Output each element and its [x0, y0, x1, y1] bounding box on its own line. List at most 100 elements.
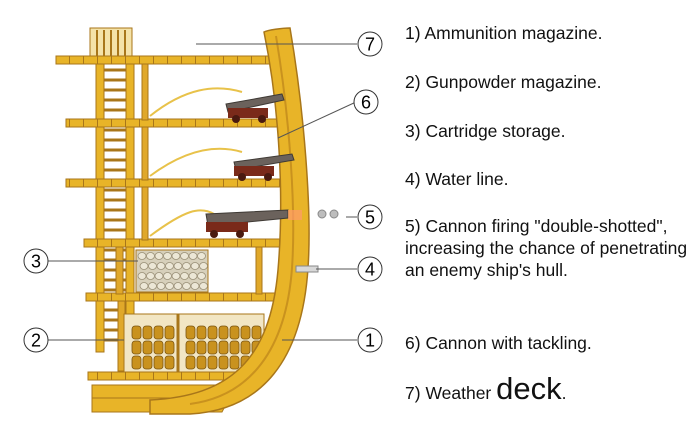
- cannon-upper: [225, 93, 285, 123]
- legend-item-2: 2) Gunpowder magazine.: [405, 71, 602, 93]
- cannon-tackling: [149, 87, 243, 237]
- cartridge: [180, 252, 189, 260]
- barrel: [153, 340, 164, 355]
- cartridge: [137, 252, 147, 260]
- cartridge: [190, 262, 200, 270]
- lower-gun-deck: [83, 238, 295, 248]
- legend-item-1: 1) Ammunition magazine.: [405, 22, 602, 44]
- cartridge: [182, 282, 191, 290]
- legend-item-4: 4) Water line.: [405, 168, 508, 190]
- barrel: [240, 325, 251, 340]
- legend-number: 6): [405, 333, 421, 353]
- barrel: [218, 340, 229, 355]
- middle-gun-deck: [65, 178, 281, 188]
- cartridge: [188, 252, 198, 260]
- legend-text: Ammunition magazine.: [424, 23, 603, 43]
- barrel: [131, 325, 142, 340]
- cartridge: [139, 282, 149, 290]
- callout-1-label: 1: [365, 331, 375, 351]
- cartridge: [182, 262, 191, 270]
- cartridge: [173, 262, 183, 270]
- cartridge: [154, 272, 164, 280]
- callout-2-label: 2: [31, 331, 41, 351]
- cannon-lower: [205, 209, 302, 238]
- top-railing: [89, 27, 133, 59]
- barrel: [153, 355, 164, 370]
- cartridge: [139, 262, 149, 270]
- legend-text: Gunpowder magazine.: [425, 72, 602, 92]
- callout-6: 6: [353, 89, 379, 115]
- legend-big-word: deck: [496, 371, 562, 406]
- cartridge-storage: [135, 249, 209, 293]
- barrel: [185, 325, 196, 340]
- barrel: [185, 340, 196, 355]
- barrel: [196, 340, 207, 355]
- legend-item-6: 6) Cannon with tackling.: [405, 332, 592, 354]
- barrel: [196, 355, 207, 370]
- barrel: [218, 355, 229, 370]
- cartridge: [171, 272, 181, 280]
- callout-2: 2: [23, 327, 49, 353]
- legend-item-7: 7) Weather deck.: [405, 373, 567, 404]
- legend-text: Cannon firing "double-shotted", increasi…: [405, 216, 688, 280]
- callout-4: 4: [357, 256, 383, 282]
- callout-3: 3: [23, 248, 49, 274]
- cartridge: [163, 272, 172, 280]
- callout-3-label: 3: [31, 252, 41, 272]
- cartridge: [180, 272, 189, 280]
- legend-number: 3): [405, 121, 421, 141]
- callout-5-label: 5: [365, 208, 375, 228]
- barrel: [218, 325, 229, 340]
- barrel: [131, 340, 142, 355]
- barrel: [207, 325, 218, 340]
- cartridge: [154, 252, 164, 260]
- legend-number: 4): [405, 169, 421, 189]
- cartridge: [148, 262, 157, 270]
- ladder: [95, 61, 135, 353]
- cartridge: [165, 282, 174, 290]
- cartridge: [173, 282, 183, 290]
- callout-7-label: 7: [365, 35, 375, 55]
- legend-number: 5): [405, 216, 421, 236]
- callout-1: 1: [357, 327, 383, 353]
- legend-text: Cannon with tackling.: [425, 333, 592, 353]
- barrel: [185, 355, 196, 370]
- leader-lines: [48, 43, 357, 341]
- barrel: [240, 340, 251, 355]
- barrel: [164, 355, 175, 370]
- cartridge: [190, 282, 200, 290]
- legend-text: Cartridge storage.: [425, 121, 566, 141]
- cartridge: [197, 272, 206, 280]
- cartridge: [171, 252, 181, 260]
- cartridge: [148, 282, 157, 290]
- legend-suffix: .: [561, 383, 567, 403]
- water-line-marker: [295, 265, 319, 273]
- barrel: [229, 355, 240, 370]
- legend-number: 2): [405, 72, 421, 92]
- magazine-room: [123, 313, 265, 373]
- barrel: [229, 325, 240, 340]
- cartridge: [197, 252, 206, 260]
- barrel: [164, 340, 175, 355]
- legend-item-3: 3) Cartridge storage.: [405, 120, 566, 142]
- deck-supports: [115, 63, 263, 372]
- barrel: [207, 355, 218, 370]
- cartridge: [156, 282, 166, 290]
- barrel: [207, 340, 218, 355]
- barrel: [142, 325, 153, 340]
- cartridge: [146, 252, 155, 260]
- barrel: [142, 355, 153, 370]
- callout-6-label: 6: [361, 93, 371, 113]
- callout-4-label: 4: [365, 260, 375, 280]
- callout-7: 7: [357, 31, 383, 57]
- weather-deck: [55, 55, 282, 65]
- upper-gun-deck: [65, 118, 281, 128]
- barrel: [251, 325, 262, 340]
- callout-5: 5: [357, 204, 383, 230]
- barrel: [153, 325, 164, 340]
- legend-number: 7): [405, 383, 421, 403]
- cartridge: [199, 262, 208, 270]
- legend-text: Weather: [425, 383, 497, 403]
- cartridge: [156, 262, 166, 270]
